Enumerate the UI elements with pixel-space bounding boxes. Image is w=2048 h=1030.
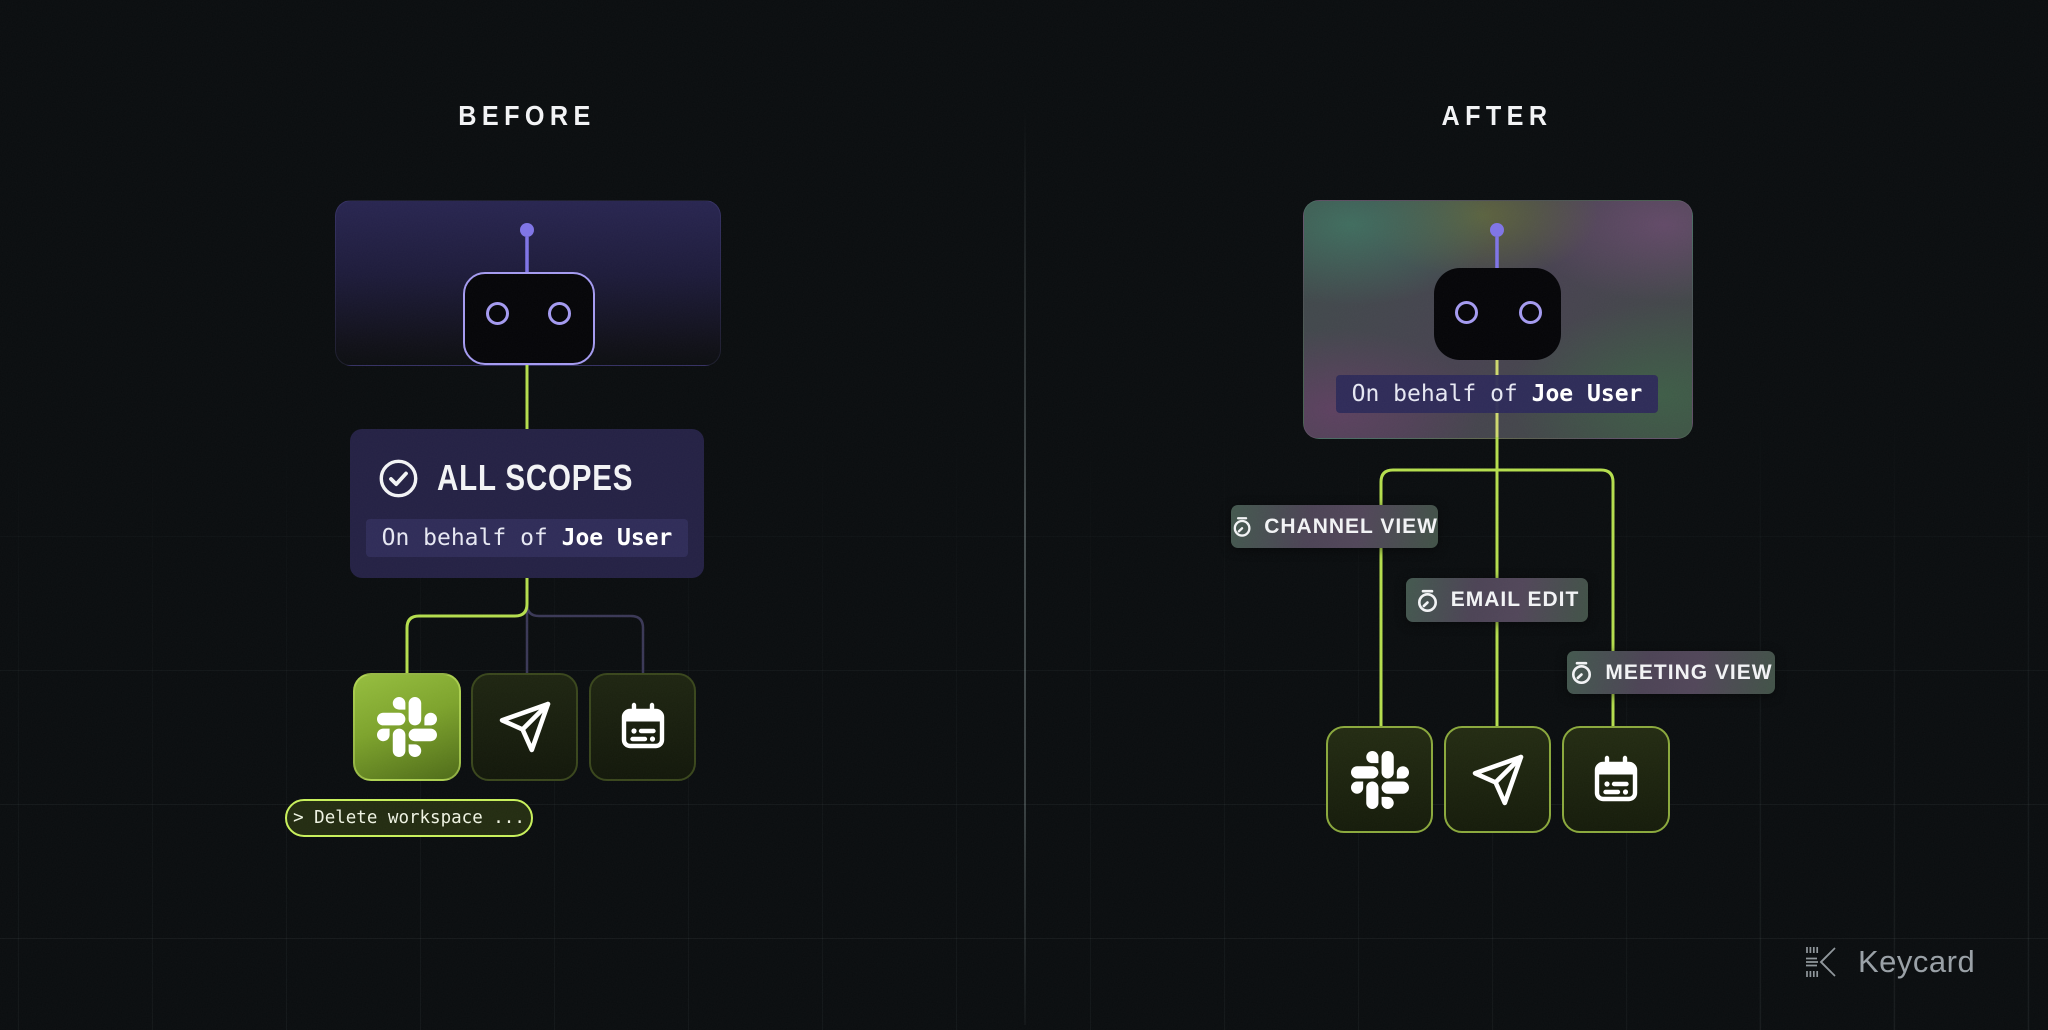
stopwatch-icon — [1233, 517, 1251, 537]
check-circle-icon — [379, 459, 418, 497]
robot-icon — [463, 272, 595, 365]
slack-icon — [1350, 750, 1409, 809]
app-tile-send — [471, 673, 578, 781]
app-tile-calendar — [589, 673, 696, 781]
command-text: > Delete workspace ... — [293, 808, 525, 828]
behalf-prefix: On behalf of — [1351, 381, 1532, 407]
slack-icon — [377, 697, 437, 757]
stopwatch-icon — [1572, 661, 1592, 684]
stopwatch-icon — [1417, 589, 1437, 612]
all-scopes-title: ALL SCOPES — [436, 457, 634, 498]
brand-name: Keycard — [1858, 944, 1976, 979]
center-divider-line — [1024, 110, 1026, 1025]
keycard-brand: Keycard — [1804, 944, 1975, 980]
behalf-user: Joe User — [1531, 381, 1643, 407]
scope-badge-meeting-view: MEETING VIEW — [1567, 651, 1775, 694]
robot-eye-icon — [486, 302, 509, 325]
scope-badge-channel-view: CHANNEL VIEW — [1231, 505, 1438, 548]
scope-badge-email-edit: EMAIL EDIT — [1406, 578, 1588, 622]
behalf-prefix: On behalf of — [381, 525, 562, 551]
send-icon — [1472, 754, 1523, 805]
app-tile-slack — [353, 673, 461, 781]
calendar-icon — [621, 702, 664, 749]
on-behalf-badge: On behalf of Joe User — [1336, 375, 1658, 413]
calendar-icon — [1594, 755, 1638, 801]
robot-eye-icon — [548, 302, 571, 325]
send-icon — [499, 701, 550, 753]
before-title: BEFORE — [458, 100, 596, 131]
behalf-user: Joe User — [561, 525, 673, 551]
robot-eye-icon — [1519, 301, 1542, 324]
robot-icon — [1434, 268, 1561, 360]
after-title: AFTER — [1441, 100, 1553, 131]
scope-label: EMAIL EDIT — [1450, 588, 1580, 611]
robot-eye-icon — [1455, 301, 1478, 324]
scope-label: MEETING VIEW — [1605, 660, 1773, 684]
app-tile-send — [1444, 726, 1551, 833]
app-tile-slack — [1326, 726, 1433, 833]
keycard-logo-icon — [1806, 947, 1836, 977]
app-tile-calendar — [1562, 726, 1670, 833]
all-scopes-card: ALL SCOPES On behalf of Joe User — [350, 429, 704, 578]
scope-label: CHANNEL VIEW — [1264, 514, 1438, 538]
command-pill: > Delete workspace ... — [285, 799, 533, 837]
on-behalf-badge: On behalf of Joe User — [366, 519, 688, 557]
